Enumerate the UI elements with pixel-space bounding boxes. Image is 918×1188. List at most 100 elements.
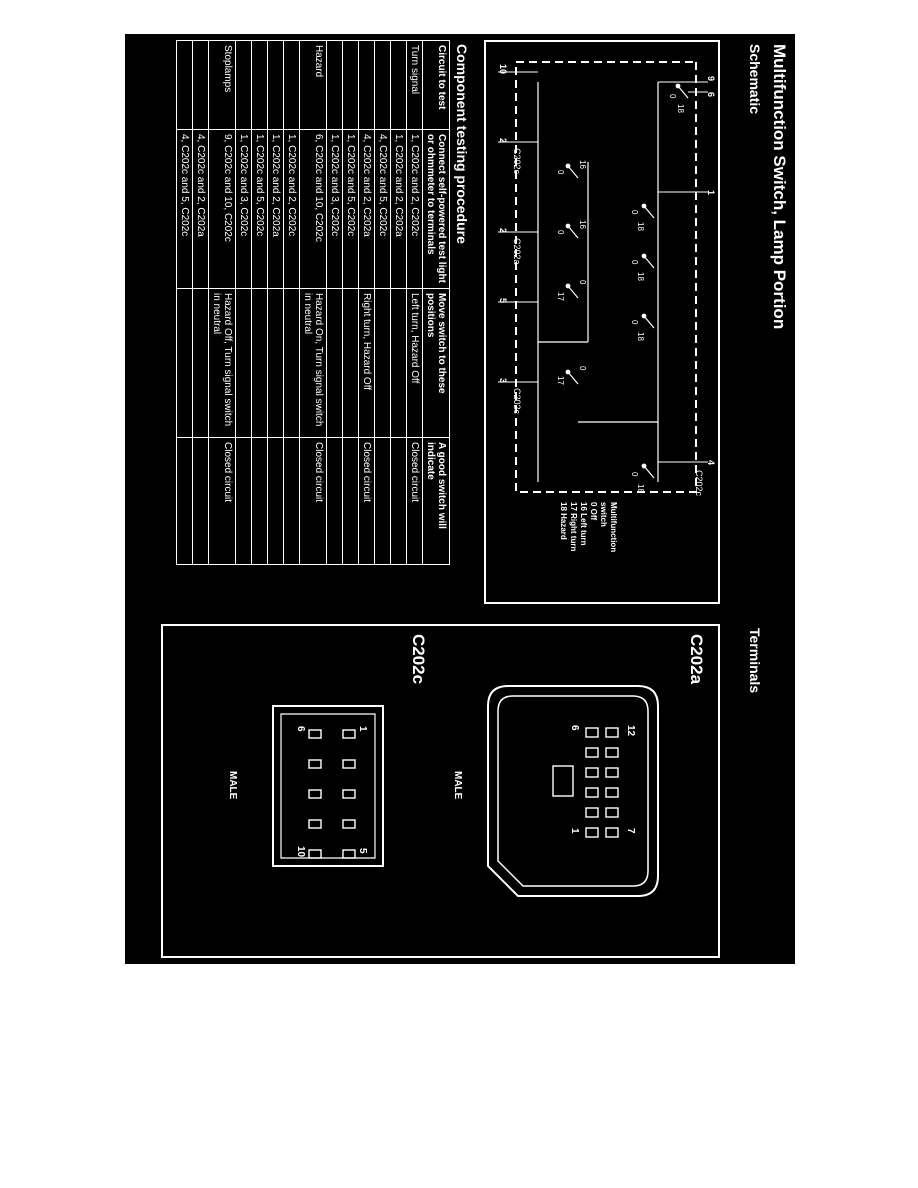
table-cell-circuit: [176, 40, 193, 130]
document-page: Multifunction Switch, Lamp Portion Schem…: [125, 34, 795, 964]
table-cell-circuit: Stoplamps: [208, 40, 236, 130]
table-cell-terminals: 6, C202c and 10, C202c: [299, 129, 327, 289]
switch-position-label: 0: [556, 230, 565, 235]
schematic-heading: Schematic: [747, 44, 763, 115]
table-cell-terminals: 9, C202c and 10, C202c: [208, 129, 236, 289]
table-cell-result: [251, 437, 268, 565]
c202a-title: C202a: [687, 634, 706, 685]
switch-position-label: 0: [668, 94, 677, 99]
connector-label: C202c: [694, 470, 704, 497]
table-cell-terminals: 4, C202c and 2, C202a: [192, 129, 209, 289]
terminal-2a-label: 2: [498, 228, 508, 234]
table-cell-terminals: 1, C202c and 3, C202c: [235, 129, 252, 289]
table-cell-positions: [176, 288, 193, 438]
terminal-4-label: 4: [706, 460, 716, 466]
c202a-connector-drawing: [487, 685, 659, 897]
switch-position-label: 0: [578, 366, 587, 371]
table-cell-result: [267, 437, 284, 565]
table-cell-result: Closed circuit: [299, 437, 327, 565]
table-cell-circuit: [235, 40, 252, 130]
table-header-row: Circuit to test Connect self-powered tes…: [422, 40, 450, 565]
table-row: 4, C202c and 5, C202c: [374, 40, 391, 565]
terminal-3-label: 3: [498, 378, 508, 384]
table-row: 1, C202c and 3, C202c: [326, 40, 343, 565]
legend-item: 18 Hazard: [559, 502, 568, 540]
table-row: 4, C202c and 5, C202c: [176, 40, 193, 565]
table-cell-positions: [326, 288, 343, 438]
c202c-title: C202c: [409, 634, 428, 685]
terminals-panel: C202a 12 7 6 1 MALE C202c: [161, 624, 720, 958]
table-cell-circuit: [390, 40, 407, 130]
switch-position-label: 0: [630, 210, 639, 215]
table-cell-positions: Right turn, Hazard Off: [358, 288, 375, 438]
table-cell-result: Closed circuit: [208, 437, 236, 565]
table-cell-circuit: [342, 40, 359, 130]
connector-label: C202c: [512, 388, 522, 415]
column-header: Connect self-powered test light or ohmme…: [422, 129, 450, 289]
table-cell-circuit: [192, 40, 209, 130]
table-cell-result: Closed circuit: [406, 437, 423, 565]
switch-position-label: 17: [556, 376, 565, 385]
table-cell-circuit: [374, 40, 391, 130]
table-cell-positions: [342, 288, 359, 438]
table-cell-terminals: 4, C202c and 5, C202c: [176, 129, 193, 289]
switch-position-label: 0: [630, 260, 639, 265]
rotated-content: Multifunction Switch, Lamp Portion Schem…: [125, 34, 795, 964]
switch-position-label: 18: [636, 272, 645, 281]
table-cell-terminals: 1, C202c and 2, C202c: [406, 129, 423, 289]
c202c-gender-label: MALE: [227, 771, 238, 800]
page-title: Multifunction Switch, Lamp Portion: [770, 44, 789, 330]
table-cell-positions: Hazard On, Turn signal switch in neutral: [299, 288, 327, 438]
terminal-5-label: 5: [498, 298, 508, 304]
connector-label: C202a: [512, 238, 522, 265]
switch-position-label: 18: [636, 222, 645, 231]
table-cell-terminals: 4, C202c and 2, C202a: [358, 129, 375, 289]
table-cell-result: [390, 437, 407, 565]
table-row: 4, C202c and 2, C202a: [192, 40, 209, 565]
table-cell-positions: [267, 288, 284, 438]
table-cell-circuit: Hazard: [299, 40, 327, 130]
table-cell-terminals: 1, C202c and 2, C202c: [283, 129, 300, 289]
legend-title: Multifunction: [609, 502, 618, 553]
pin-label: 6: [569, 725, 580, 731]
pin-label: 1: [357, 726, 368, 732]
table-cell-result: [326, 437, 343, 565]
switch-position-label: 0: [630, 472, 639, 477]
table-cell-circuit: [283, 40, 300, 130]
column-header: A good switch will indicate: [422, 437, 450, 565]
switch-position-label: 0: [556, 170, 565, 175]
table-row: 1, C202c and 3, C202c: [235, 40, 252, 565]
table-cell-positions: [283, 288, 300, 438]
table-cell-terminals: 1, C202c and 5, C202c: [251, 129, 268, 289]
column-header: Move switch to these positions: [422, 288, 450, 438]
switch-position-label: 18: [636, 484, 645, 493]
pin-label: 10: [295, 846, 306, 858]
table-row: 1, C202c and 2, C202a: [267, 40, 284, 565]
table-cell-result: [176, 437, 193, 565]
table-row: 1, C202c and 2, C202c: [283, 40, 300, 565]
table-cell-positions: [251, 288, 268, 438]
switch-position-label: 16: [578, 220, 587, 229]
procedure-heading: Component testing procedure: [454, 44, 470, 244]
table-cell-result: [283, 437, 300, 565]
pin-label: 7: [625, 828, 636, 834]
legend-item: 0 Off: [589, 502, 598, 521]
table-cell-circuit: Turn signal: [406, 40, 423, 130]
pin-label: 12: [625, 725, 636, 737]
terminals-heading: Terminals: [747, 628, 763, 694]
table-row: 1, C202c and 5, C202c: [342, 40, 359, 565]
legend-item: 17 Right turn: [569, 502, 578, 552]
switch-position-label: 17: [556, 292, 565, 301]
switch-legend: Multifunction switch 0 Off 16 Left turn …: [558, 502, 618, 552]
terminal-10-label: 10: [498, 64, 508, 75]
pin-label: 6: [295, 726, 306, 732]
table-cell-circuit: [326, 40, 343, 130]
c202c-connector-drawing: [272, 705, 384, 867]
table-cell-positions: [374, 288, 391, 438]
table-cell-terminals: 1, C202c and 5, C202c: [342, 129, 359, 289]
